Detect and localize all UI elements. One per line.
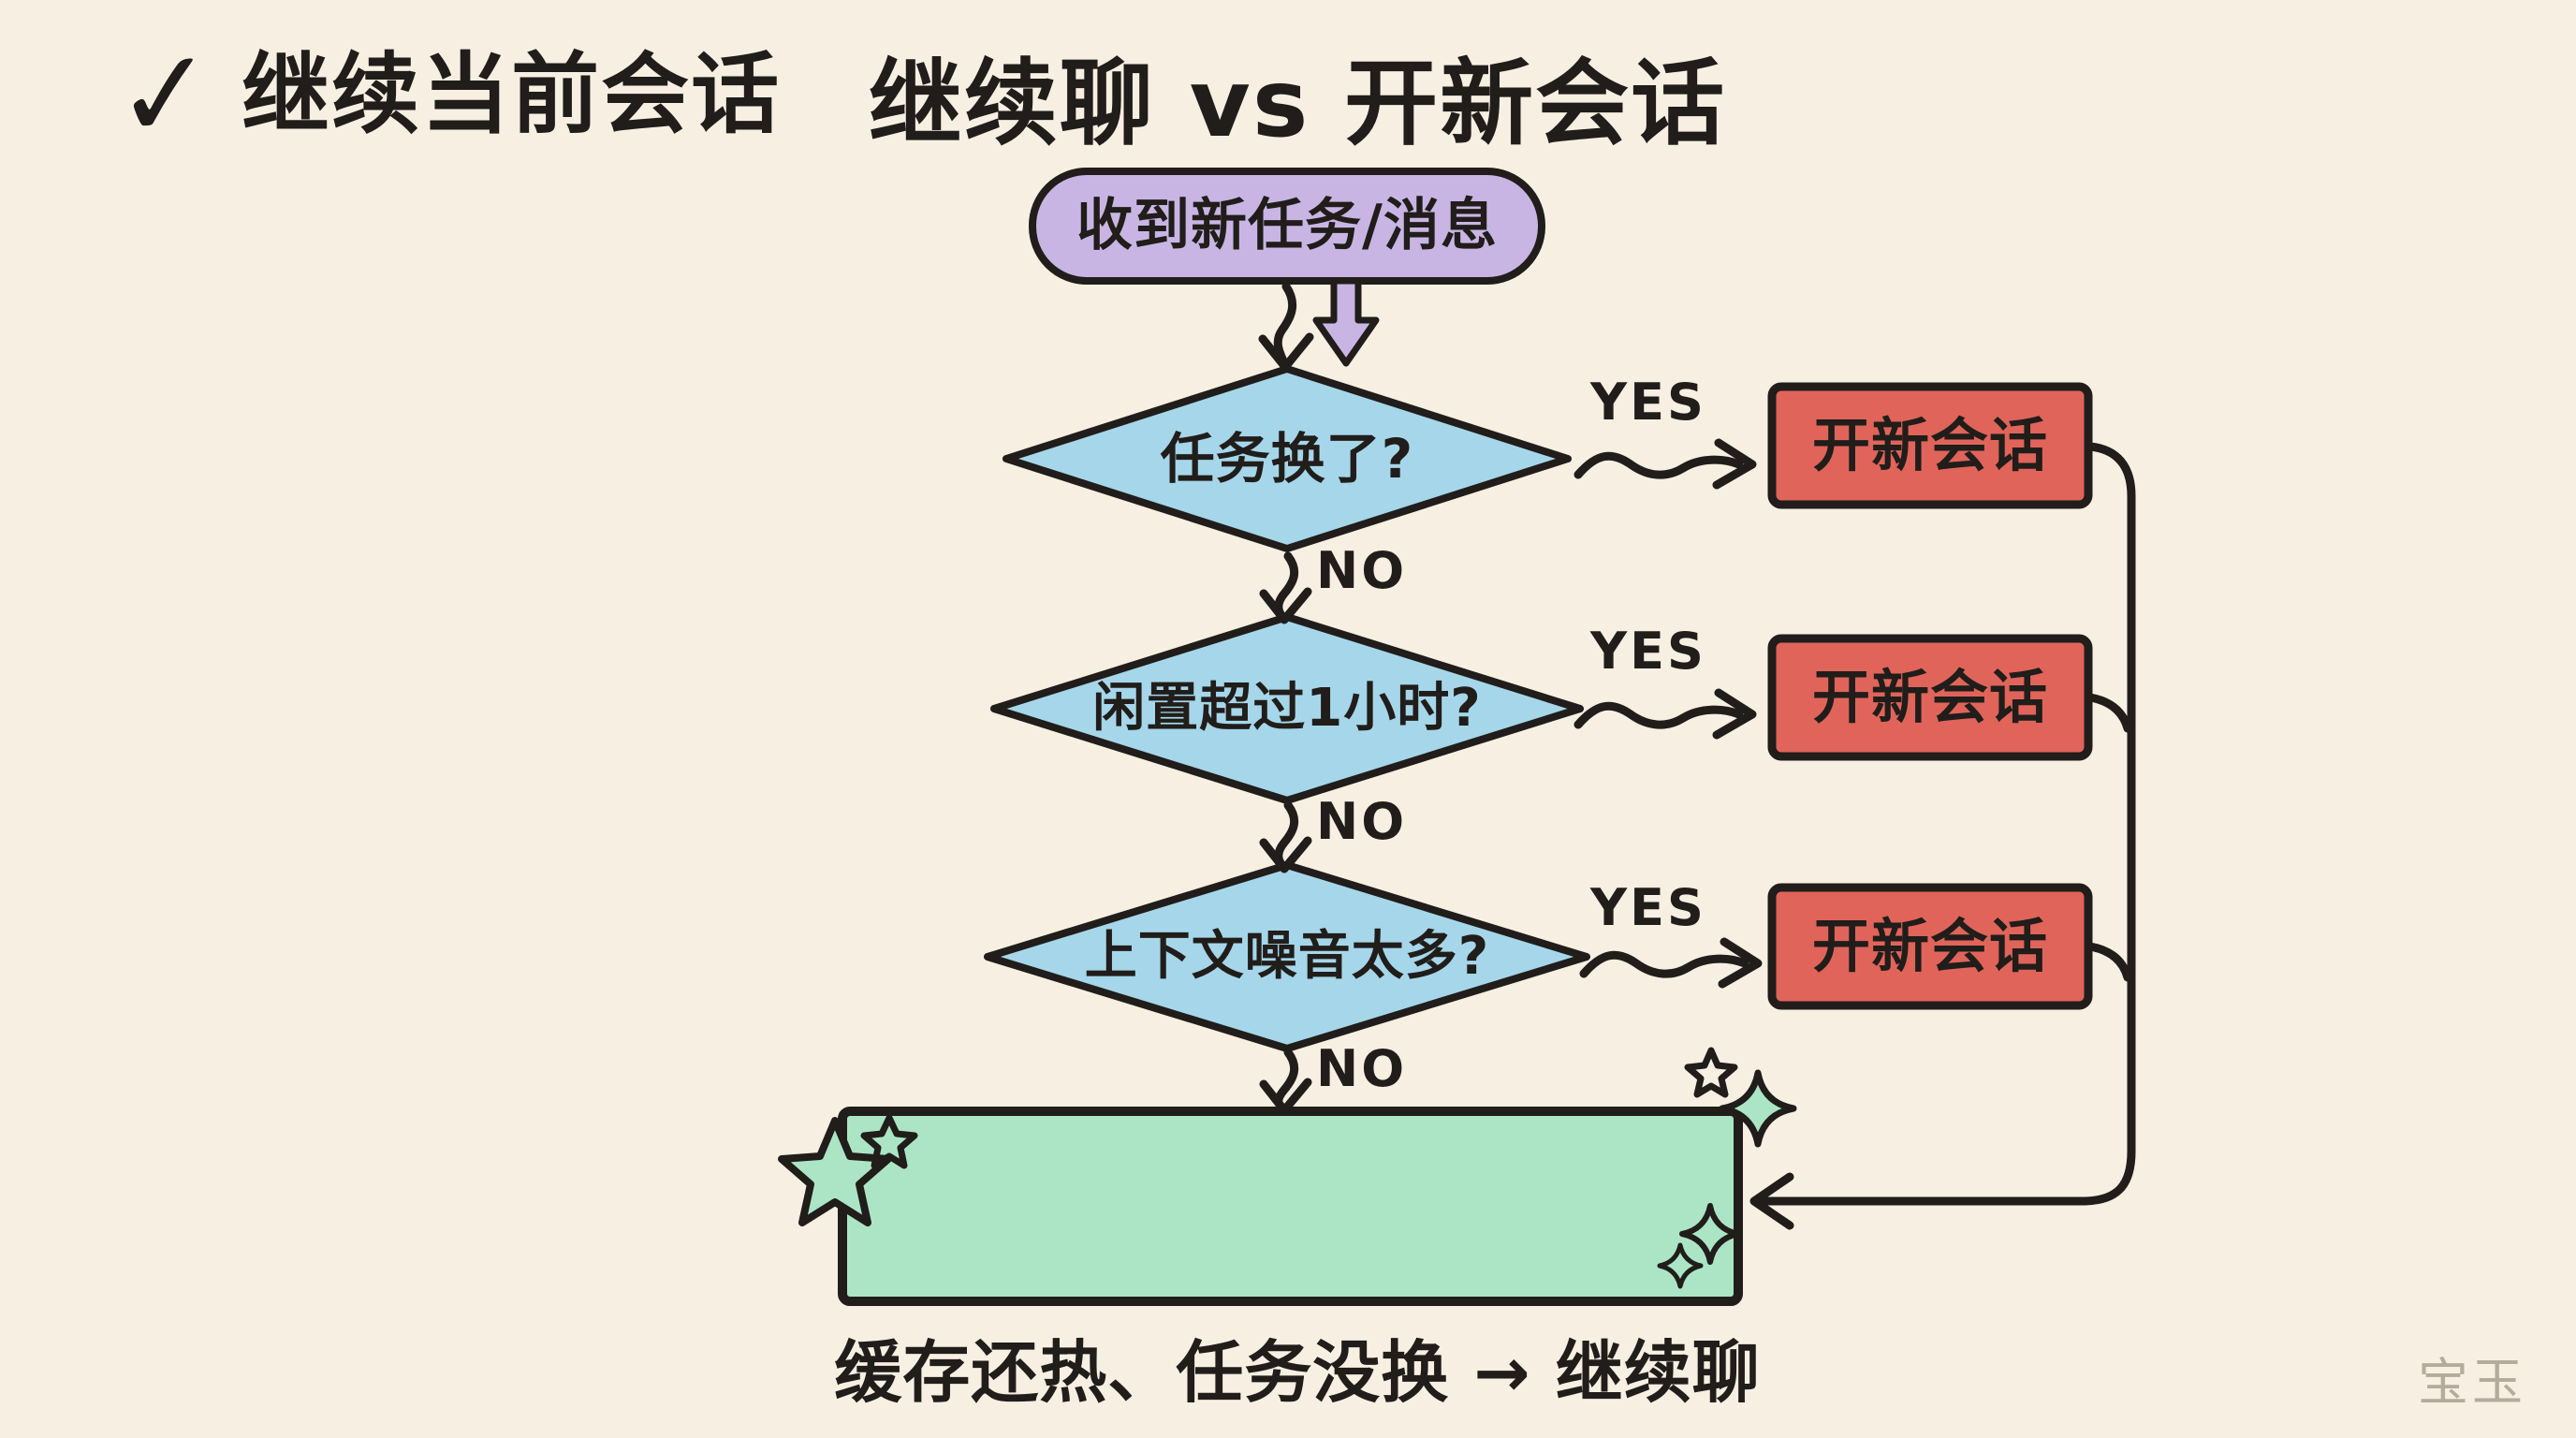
page-title: 继续聊 vs 开新会话	[868, 49, 1727, 158]
decision1-yes-label: YES	[1590, 373, 1706, 432]
action1-label: 开新会话	[1811, 411, 2048, 479]
arrowhead-decision1-yes	[1712, 438, 1757, 490]
decision3-no-label: NO	[1316, 1039, 1408, 1098]
start-node-label: 收到新任务/消息	[1076, 193, 1498, 258]
arrow-decision2-yes	[1573, 701, 1744, 729]
decision1-label: 任务换了?	[1160, 427, 1414, 491]
action2-label: 开新会话	[1811, 663, 2048, 731]
arrow-decision3-yes	[1579, 950, 1749, 978]
action3-label: 开新会话	[1811, 912, 2048, 980]
start-node-shape	[1029, 168, 1545, 285]
arrowhead-start-to-decision1	[1258, 332, 1314, 372]
decision2-yes-label: YES	[1590, 622, 1706, 681]
arrowhead-decision2-yes	[1712, 688, 1757, 740]
result-label: 继续当前会话	[242, 43, 782, 146]
result-box-shape	[838, 1107, 1743, 1306]
watermark-signature: 宝玉	[2418, 1353, 2526, 1412]
checkmark-icon: ✓	[110, 21, 221, 169]
decision2-diamond-shape	[990, 613, 1584, 804]
arrowhead-decision1-no	[1259, 587, 1312, 624]
star-small-topright-icon	[1684, 1047, 1738, 1098]
decision2-label: 闲置超过1小时?	[1092, 678, 1482, 739]
sparkle-bottomright-icon	[1679, 1203, 1741, 1265]
sparkle-topright-icon	[1719, 1069, 1797, 1148]
sparkle-bottomright-small-icon	[1657, 1242, 1704, 1289]
decision3-diamond-shape	[984, 861, 1590, 1052]
connector-action3-join	[2086, 942, 2132, 982]
decision3-label: 上下文噪音太多?	[1084, 926, 1490, 987]
arrow-start-to-decision1	[1273, 282, 1297, 370]
decision3-yes-label: YES	[1590, 878, 1706, 937]
connector-action2-join	[2086, 693, 2132, 733]
decision1-diamond-shape	[1003, 365, 1572, 552]
decision1-no-label: NO	[1316, 541, 1408, 600]
arrow-decision1-yes	[1573, 451, 1744, 479]
result-box: ✓ 继续当前会话	[0, 0, 896, 190]
decision2-no-label: NO	[1316, 792, 1408, 851]
arrowhead-connector-to-result	[1749, 1172, 1794, 1230]
star-small-left-icon	[860, 1114, 918, 1169]
bottom-caption: 缓存还热、任务没换 → 继续聊	[834, 1333, 1761, 1412]
arrowhead-decision3-yes	[1718, 937, 1763, 989]
connector-actions-to-result	[1757, 442, 2136, 1206]
arrowhead-decision2-no	[1259, 836, 1312, 873]
block-down-arrow-icon	[1312, 277, 1380, 367]
